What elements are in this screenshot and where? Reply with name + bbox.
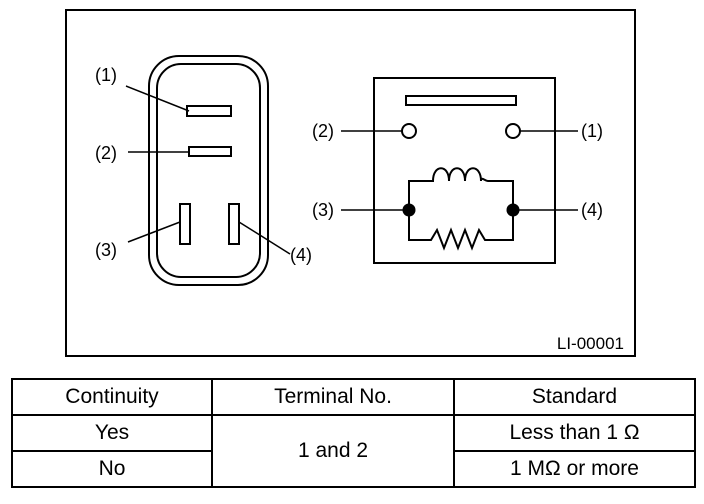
relay-connector (148, 55, 269, 286)
connector-terminal-1 (186, 105, 232, 117)
connector-terminal-2 (188, 146, 232, 157)
cell-continuity: No (11, 450, 213, 488)
table-row: No 1 MΩ or more (11, 450, 696, 488)
relay-label-3: (3) (312, 200, 334, 220)
connector-terminal-3 (179, 203, 191, 245)
resistor-symbol (408, 210, 514, 251)
relay-diagram: (1) (2) (3) (4) (2) (1) (3) (4) LI-00001 (65, 9, 636, 357)
cell-continuity: Yes (11, 414, 213, 452)
connector-terminal-4 (228, 203, 240, 245)
header-terminal-no: Terminal No. (211, 378, 455, 416)
table-row: Yes 1 and 2 Less than 1 Ω (11, 414, 696, 488)
relay-label-4: (4) (581, 200, 603, 220)
header-standard: Standard (453, 378, 696, 416)
cell-standard: 1 MΩ or more (453, 450, 696, 488)
figure-code: LI-00001 (557, 334, 624, 353)
relay-contact-bar (405, 95, 517, 106)
connector-label-4: (4) (290, 245, 312, 265)
cell-standard: Less than 1 Ω (453, 414, 696, 452)
coil-symbol (408, 167, 514, 210)
cell-terminal: 1 and 2 (211, 414, 455, 488)
header-continuity: Continuity (11, 378, 213, 416)
relay-label-1: (1) (581, 121, 603, 141)
relay-schematic (373, 77, 556, 264)
connector-label-3: (3) (95, 240, 117, 260)
connector-label-2: (2) (95, 143, 117, 163)
connector-label-1: (1) (95, 65, 117, 85)
relay-label-2: (2) (312, 121, 334, 141)
relay-terminal-2 (401, 123, 417, 139)
table-header-row: Continuity Terminal No. Standard (11, 378, 696, 416)
figure-frame (65, 9, 636, 357)
relay-terminal-1 (505, 123, 521, 139)
continuity-spec-table: Continuity Terminal No. Standard Yes 1 a… (11, 378, 696, 488)
